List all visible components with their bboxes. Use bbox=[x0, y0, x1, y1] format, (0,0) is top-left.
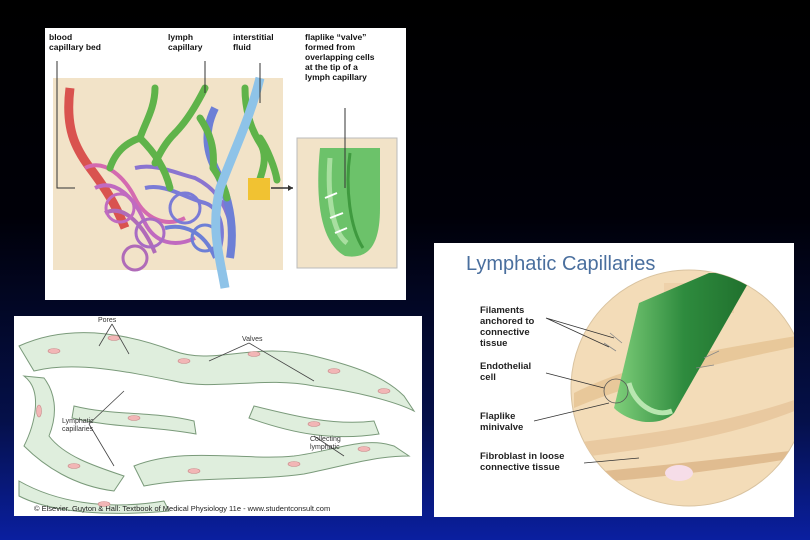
credit-line: © Elsevier. Guyton & Hall: Textbook of M… bbox=[34, 504, 330, 513]
lymph-capillary-label: lymph capillary bbox=[168, 32, 203, 52]
valves-label: Valves bbox=[242, 336, 263, 344]
zoom-marker bbox=[248, 178, 270, 200]
filaments-label: Filaments anchored to connective tissue bbox=[480, 305, 534, 349]
lymphatic-capillaries-illustration bbox=[14, 316, 422, 516]
pores-label: Pores bbox=[98, 317, 116, 325]
capillary-bed-figure: blood capillary bed lymph capillary inte… bbox=[45, 28, 406, 300]
flaplike-valve-label: flaplike “valve” formed from overlapping… bbox=[305, 32, 374, 82]
fibroblast-label: Fibroblast in loose connective tissue bbox=[480, 451, 564, 473]
lymphatic-capillary-closeup-figure: Lymphatic Capillaries Filaments anch bbox=[434, 243, 794, 517]
blood-capillary-bed-label: blood capillary bed bbox=[49, 32, 101, 52]
endothelial-cell-label: Endothelial cell bbox=[480, 361, 531, 383]
lymphatic-capillaries-figure: Pores Valves Lymphatic capillaries Colle… bbox=[14, 316, 422, 516]
interstitial-fluid-label: interstitial fluid bbox=[233, 32, 274, 52]
collecting-lymphatic-label: Collecting lymphatic bbox=[310, 436, 341, 452]
flaplike-minivalve-label: Flaplike minivalve bbox=[480, 411, 523, 433]
lymphatic-capillaries-label: Lymphatic capillaries bbox=[62, 418, 94, 434]
fibroblast-cell bbox=[665, 465, 693, 481]
